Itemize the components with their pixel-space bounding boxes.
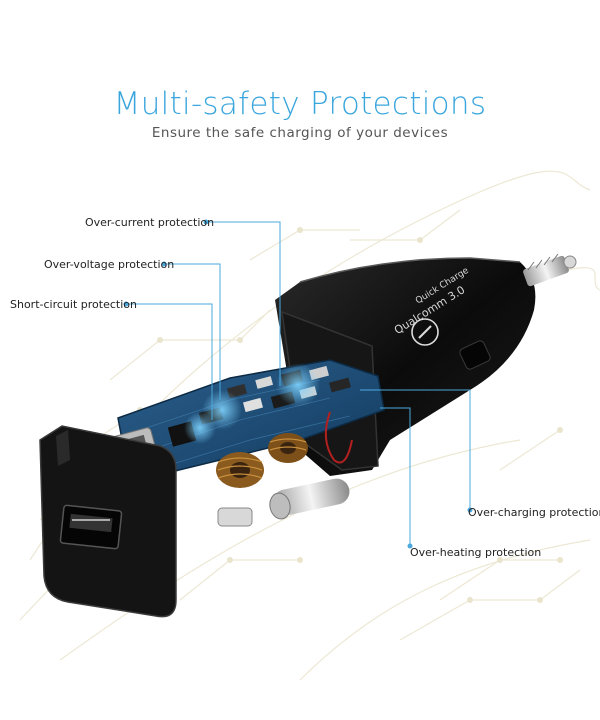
inductor-coils <box>216 433 308 488</box>
leader-short-circuit <box>126 303 213 420</box>
glow-short-circuit <box>184 412 216 444</box>
leader-over-charging <box>360 389 471 510</box>
qualcomm-logo-icon <box>411 318 439 346</box>
leader-over-current <box>206 221 281 386</box>
fuse-cylinder <box>269 478 350 520</box>
label-short-circuit: Short-circuit protection <box>10 298 137 311</box>
label-over-current: Over-current protection <box>85 216 215 229</box>
label-over-charging: Over-charging protection <box>468 506 600 519</box>
usb-port-icon <box>59 504 123 550</box>
charger-metal-tip <box>523 253 577 287</box>
label-over-voltage: Over-voltage protection <box>44 258 175 271</box>
callout-leader-lines <box>126 221 471 546</box>
leader-over-heating <box>380 407 411 546</box>
page-title: Multi-safety Protections <box>113 86 487 122</box>
label-over-heating: Over-heating protection <box>410 546 542 559</box>
leader-over-voltage <box>164 263 221 400</box>
glow-over-current <box>276 363 320 407</box>
page-subtitle: Ensure the safe charging of your devices <box>151 125 449 141</box>
